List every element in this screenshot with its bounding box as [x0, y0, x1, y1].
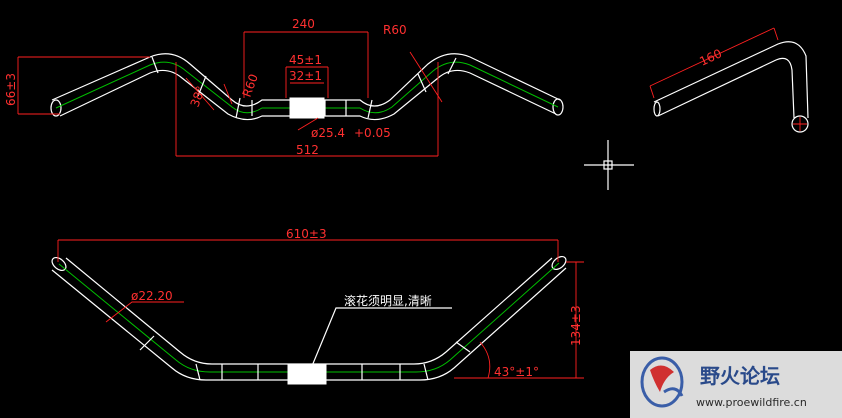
front-view-leader-line	[311, 307, 452, 367]
front-view: 610±3 ø22.20 滚花须明显,清晰 134±3 43°±1°	[51, 227, 584, 385]
top-view-dim-512: 512	[296, 143, 319, 157]
front-view-tube-inner-outline	[65, 257, 553, 365]
front-view-note-knurl: 滚花须明显,清晰	[344, 293, 432, 308]
watermark: 野火论坛 www.proewildfire.cn	[630, 351, 842, 418]
side-view-tube-outline	[653, 41, 809, 119]
top-view-dim-32: 32±1	[289, 69, 322, 83]
top-view-knurl-block	[289, 97, 325, 119]
front-view-segment-lines	[139, 335, 471, 381]
side-view-clamp-mark	[793, 117, 807, 131]
front-view-tube-outer-outline	[51, 267, 567, 381]
side-view: 160	[649, 27, 809, 133]
side-view-end	[653, 101, 661, 117]
side-view-dim-160: 160	[697, 46, 724, 68]
front-view-dim-tube-dia: ø22.20	[131, 289, 173, 303]
top-view-dim-clamp: ø25.4	[311, 126, 345, 140]
watermark-cn: 野火论坛	[700, 364, 780, 388]
watermark-url: www.proewildfire.cn	[696, 396, 807, 409]
top-view-dim-66: 66±3	[4, 73, 18, 106]
top-view-dim-r60-top: R60	[383, 23, 407, 37]
top-view-left-end	[50, 99, 62, 117]
front-view-centerline	[58, 262, 560, 373]
side-view-clamp-end	[791, 115, 809, 133]
top-view-dim-r60-bend: R60	[240, 72, 261, 99]
front-view-dim-134: 134±3	[569, 305, 583, 346]
top-view-right-end	[552, 98, 564, 116]
top-view-segment-lines	[151, 56, 457, 119]
top-view-dim-45: 45±1	[289, 53, 322, 67]
front-view-dim-angle: 43°±1°	[494, 365, 539, 379]
top-view-dim-38: 38°	[188, 84, 208, 109]
watermark-logo	[640, 356, 684, 408]
top-view: 240 R60 45±1 32±1 66±3 38° R60 ø25.4 +0.…	[4, 17, 564, 157]
front-view-dimension-lines	[57, 239, 584, 379]
front-view-knurl-block	[287, 363, 327, 385]
top-view-dim-clamp-tol: +0.05	[354, 126, 391, 140]
top-view-dim-240: 240	[292, 17, 315, 31]
front-view-dim-610: 610±3	[286, 227, 327, 241]
side-view-dimension-line	[649, 27, 779, 99]
top-view-dimension-lines	[17, 31, 443, 157]
crosshair-cursor	[584, 140, 634, 190]
